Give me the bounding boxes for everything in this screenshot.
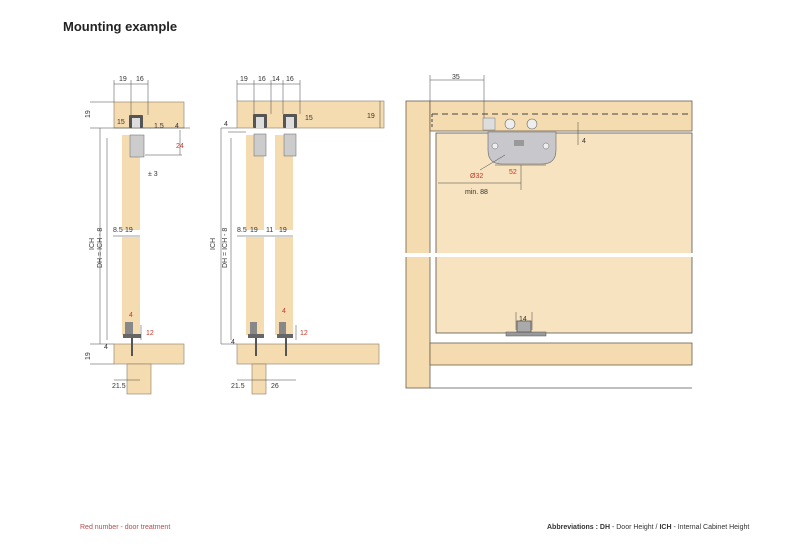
dim-16a: 16 xyxy=(258,76,266,83)
dim-12-red: 12 xyxy=(146,330,154,337)
dim-4-top: 4 xyxy=(175,123,179,130)
dim-4: 4 xyxy=(582,138,586,145)
dim-gap-11: 11 xyxy=(266,227,273,234)
double-door-section xyxy=(220,80,385,395)
dim-26: 26 xyxy=(271,383,279,390)
dim-door1-19: 19 xyxy=(250,227,258,234)
dim-4-top: 4 xyxy=(224,121,228,128)
dim-19: 19 xyxy=(240,76,248,83)
abbr-ich-text: - Internal Cabinet Height xyxy=(671,524,750,531)
dim-35: 35 xyxy=(452,74,460,81)
dim-21-5: 21.5 xyxy=(112,383,126,390)
dim-16-top: 16 xyxy=(136,76,144,83)
dim-15: 15 xyxy=(117,119,125,126)
dim-ich: ICH xyxy=(89,238,96,250)
dim-14: 14 xyxy=(519,316,527,323)
dim-4-red: 4 xyxy=(129,312,133,319)
dim-4-left: 4 xyxy=(104,344,108,351)
dim-14: 14 xyxy=(272,76,280,83)
dim-1-5: 1.5 xyxy=(154,123,164,130)
page-title: Mounting example xyxy=(63,19,178,34)
dim-15: 15 xyxy=(305,115,313,122)
dim-tolerance: ± 3 xyxy=(148,171,158,178)
dim-dh: DH = ICH - 8 xyxy=(97,228,104,268)
abbr-label: Abbreviations : xyxy=(547,524,600,531)
dim-12-red: 12 xyxy=(300,330,308,337)
dim-21-5: 21.5 xyxy=(231,383,245,390)
dim-24-red: 24 xyxy=(176,143,184,150)
dim-52-red: 52 xyxy=(509,169,517,176)
dim-4-bottom: 4 xyxy=(231,339,235,346)
dim-8-5: 8.5 xyxy=(113,227,123,234)
dim-4-red: 4 xyxy=(282,308,286,315)
abbr-ich: ICH xyxy=(659,524,672,531)
single-door-section xyxy=(90,80,190,395)
dim-door-19: 19 xyxy=(125,227,133,234)
dim-19-left-top: 19 xyxy=(85,110,92,118)
dim-19-top: 19 xyxy=(119,76,127,83)
abbr-dh: DH xyxy=(599,524,611,531)
dim-dh: DH = ICH - 8 xyxy=(222,228,229,268)
abbreviations-note: Abbreviations : DH - Door Height / ICH -… xyxy=(547,524,749,531)
dim-min-88: min. 88 xyxy=(465,189,488,196)
abbr-dh-text: - Door Height / xyxy=(610,524,660,531)
dim-19-left-bottom: 19 xyxy=(85,352,92,360)
dim-19-right: 19 xyxy=(367,113,375,120)
dim-16b: 16 xyxy=(286,76,294,83)
front-elevation xyxy=(400,75,700,389)
dim-d32-red: Ø32 xyxy=(470,173,483,180)
dim-ich: ICH xyxy=(210,238,217,250)
door-treatment-note: Red number - door treatment xyxy=(80,524,171,531)
dim-door2-19: 19 xyxy=(279,227,287,234)
dim-8-5: 8.5 xyxy=(237,227,247,234)
